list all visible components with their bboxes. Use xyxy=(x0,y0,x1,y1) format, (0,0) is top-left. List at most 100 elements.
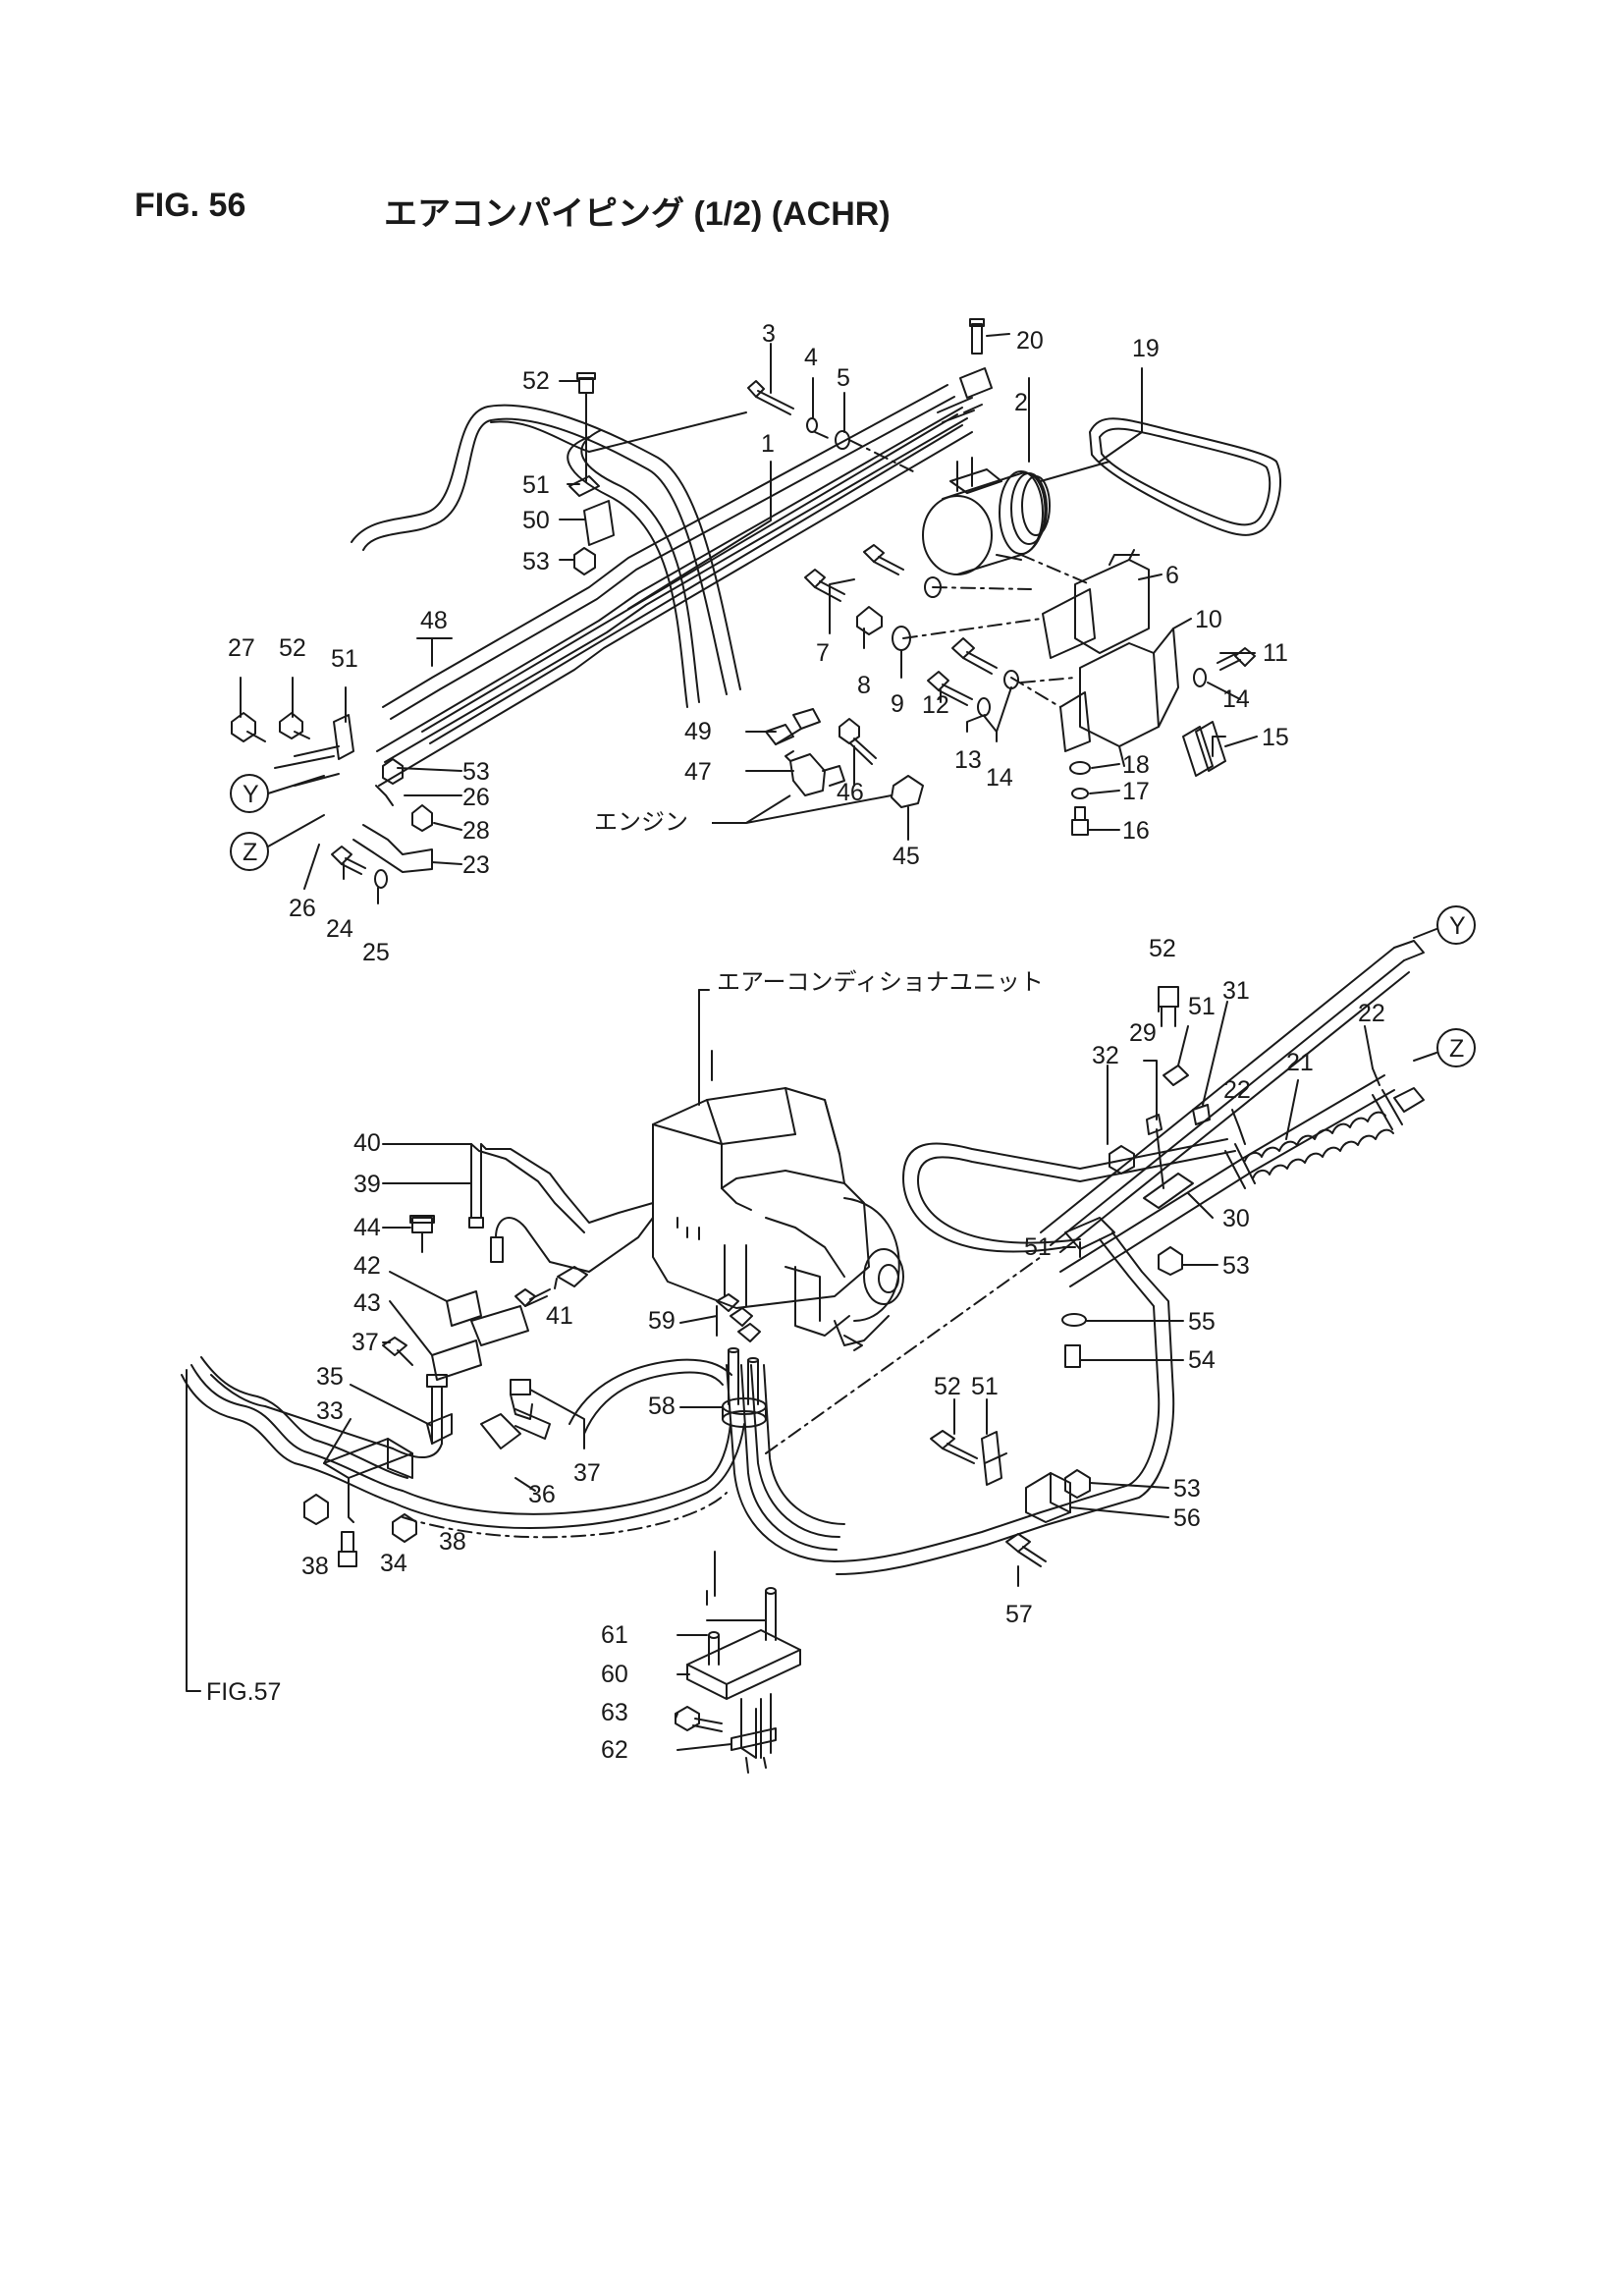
nut-32 xyxy=(1109,1145,1135,1175)
callout-41: 41 xyxy=(546,1302,573,1330)
callout-57: 57 xyxy=(1005,1601,1033,1628)
callout-9: 9 xyxy=(891,690,904,718)
bolt-20 xyxy=(959,318,993,413)
bolt-34 xyxy=(338,1531,357,1567)
ref-z-lower: Z xyxy=(1449,1035,1464,1063)
belt xyxy=(1040,417,1282,536)
callout-43: 43 xyxy=(353,1289,381,1317)
fitting-lines-top xyxy=(937,397,975,423)
callout-1: 1 xyxy=(761,430,775,458)
pipe-to-y xyxy=(1040,940,1425,1253)
callout-50: 50 xyxy=(522,507,550,534)
callout-56: 56 xyxy=(1173,1504,1201,1532)
clamp-35-cluster xyxy=(382,1337,551,1449)
callout-17: 17 xyxy=(1122,778,1150,805)
washer-17 xyxy=(1071,788,1089,799)
callout-2: 2 xyxy=(1014,389,1028,416)
callout-33: 33 xyxy=(316,1397,344,1425)
clamp-51-right xyxy=(1064,1217,1115,1258)
fitting-49 xyxy=(765,708,821,745)
ref-leader-z-lower xyxy=(1413,1052,1437,1062)
callout-14-right: 14 xyxy=(1222,685,1250,713)
part-callouts: 3 4 5 20 19 2 1 52 51 50 53 48 27 52 51 … xyxy=(228,320,1385,1764)
leader-lines xyxy=(240,333,1374,1751)
bolt-13 xyxy=(951,637,998,675)
washer-18 xyxy=(1069,761,1091,775)
callout-39: 39 xyxy=(353,1171,381,1198)
clamp-51-top xyxy=(568,372,600,497)
plate-42-43 xyxy=(431,1290,529,1381)
pipe-loop-unit xyxy=(568,1358,732,1435)
callout-3: 3 xyxy=(762,320,776,348)
callout-22-upper: 22 xyxy=(1358,1000,1385,1027)
callout-31: 31 xyxy=(1222,977,1250,1005)
callout-53-left: 53 xyxy=(462,758,490,786)
callout-46: 46 xyxy=(837,779,864,806)
bracket-56 xyxy=(1025,1472,1071,1523)
compressor xyxy=(922,457,1051,575)
callout-24: 24 xyxy=(326,915,353,943)
nut-53-lower xyxy=(1064,1469,1091,1499)
ac-unit-label: エアーコンディショナユニット xyxy=(717,968,1044,996)
left-fittings xyxy=(231,712,433,832)
clamp-51-lower xyxy=(981,1431,1007,1486)
callout-32: 32 xyxy=(1092,1042,1119,1069)
fitting-59 xyxy=(716,1244,761,1342)
callout-51-top: 51 xyxy=(522,471,550,499)
callout-53-top: 53 xyxy=(522,548,550,575)
callout-30: 30 xyxy=(1222,1205,1250,1232)
callout-55: 55 xyxy=(1188,1308,1216,1336)
callout-38-right: 38 xyxy=(439,1528,466,1556)
fig57-ref-line xyxy=(186,1369,201,1692)
shim-15 xyxy=(1182,721,1226,777)
callout-37-left: 37 xyxy=(352,1329,379,1356)
diagram-drawing xyxy=(181,318,1476,1774)
bracket-23 xyxy=(352,824,433,873)
nut-8 xyxy=(856,606,883,635)
engine-leader xyxy=(712,794,893,824)
callout-52-left: 52 xyxy=(279,634,306,662)
hose-pair-48 xyxy=(376,384,968,763)
ref-circle-z-upper xyxy=(230,832,269,871)
ref-leader-y-lower xyxy=(1413,928,1437,939)
callout-58: 58 xyxy=(648,1393,676,1420)
callout-53-mid: 53 xyxy=(1222,1252,1250,1280)
pipe-stubs-58 xyxy=(728,1347,759,1405)
fitting-45 xyxy=(891,775,924,808)
elbow-47 xyxy=(784,750,845,796)
callout-25: 25 xyxy=(362,939,390,966)
pipe-vertical-58 xyxy=(726,1364,845,1562)
callout-35: 35 xyxy=(316,1363,344,1391)
bolt-24 xyxy=(331,846,366,875)
bolt-7 xyxy=(804,544,904,602)
callout-8: 8 xyxy=(857,672,871,699)
callout-12: 12 xyxy=(922,691,949,719)
ref-y-lower: Y xyxy=(1449,912,1466,940)
callout-18: 18 xyxy=(1122,751,1150,779)
fitting-46 xyxy=(839,718,877,765)
ref-y-upper: Y xyxy=(243,781,259,808)
callout-49: 49 xyxy=(684,718,712,745)
callout-11: 11 xyxy=(1263,639,1288,667)
bolt-41 xyxy=(514,1288,551,1307)
washer-14a xyxy=(977,697,991,717)
callout-51-left: 51 xyxy=(331,645,358,673)
pipe-39-40 xyxy=(468,1143,654,1287)
bracket-50 xyxy=(583,500,615,546)
callout-26-left: 26 xyxy=(289,895,316,922)
callout-19: 19 xyxy=(1132,335,1160,362)
callout-10: 10 xyxy=(1195,606,1222,633)
ref-circle-y-lower xyxy=(1436,905,1476,945)
callout-52-lower: 52 xyxy=(934,1373,961,1400)
corrugated-hose-21 xyxy=(1224,1067,1425,1189)
bolt-57 xyxy=(1005,1533,1047,1567)
callout-13: 13 xyxy=(954,746,982,774)
callout-27: 27 xyxy=(228,634,255,662)
callout-4: 4 xyxy=(804,344,818,371)
callout-54: 54 xyxy=(1188,1346,1216,1374)
washer-25 xyxy=(374,869,388,889)
bracket-10 xyxy=(1059,628,1179,767)
bolt-52-lower xyxy=(930,1430,978,1464)
loop-hose-upper xyxy=(351,404,741,708)
